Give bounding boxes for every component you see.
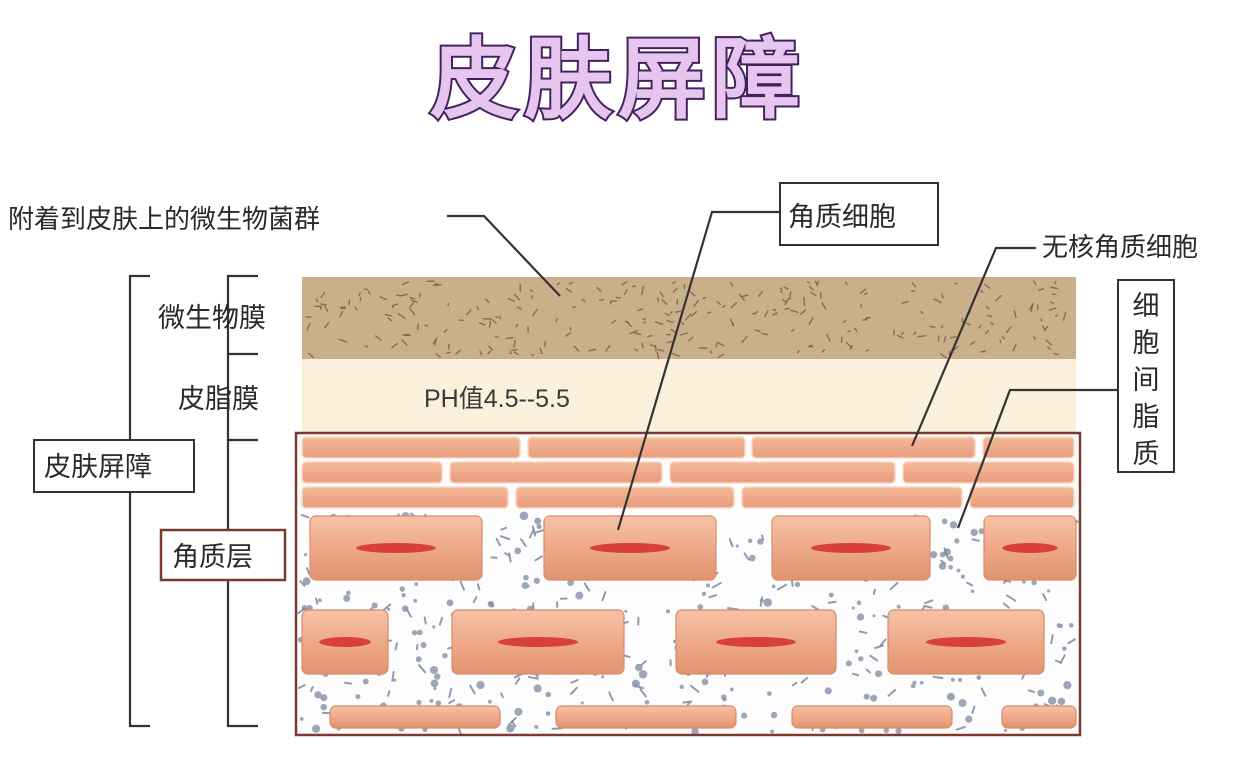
stratum-corneum-label-box bbox=[159, 528, 287, 582]
corneocyte-label: 角质细胞 bbox=[788, 202, 896, 233]
sebum-film-layer bbox=[302, 359, 1076, 433]
cell-nucleus bbox=[590, 543, 670, 553]
left-brackets bbox=[128, 274, 258, 728]
anucleate-corneocyte-leader bbox=[910, 246, 1036, 447]
corneocyte-leader bbox=[616, 210, 780, 531]
skin-barrier-bracket bbox=[128, 274, 150, 728]
anucleate-corneocyte bbox=[527, 436, 746, 459]
microbial-film-label: 微生物膜 bbox=[158, 303, 266, 334]
ph-value-label: PH值4.5--5.5 bbox=[424, 385, 570, 413]
corneocyte-cells bbox=[301, 515, 1077, 729]
cell-nucleus bbox=[1002, 543, 1058, 553]
anucleate-corneocyte bbox=[669, 461, 896, 484]
corneocyte-cell bbox=[791, 705, 953, 729]
anucleate-corneocyte bbox=[969, 486, 1075, 509]
corneocyte-cell bbox=[1001, 705, 1077, 729]
cell-nucleus bbox=[811, 543, 891, 553]
diagram-title: 皮肤屏障 bbox=[430, 28, 806, 131]
skin-layers: PH值4.5--5.5 bbox=[294, 277, 1082, 737]
corneocyte-cell bbox=[329, 705, 501, 729]
intercellular-lipid-leader bbox=[956, 388, 1118, 529]
sebum-film-label: 皮脂膜 bbox=[178, 384, 259, 415]
skin-barrier-label: 皮肤屏障 bbox=[44, 452, 152, 483]
anucleate-corneocyte-label: 无核角质细胞 bbox=[1042, 233, 1198, 263]
cell-nucleus bbox=[716, 637, 796, 647]
corneocyte-cell bbox=[555, 705, 737, 729]
anucleate-corneocyte bbox=[301, 461, 443, 484]
anucleate-corneocyte bbox=[902, 461, 1075, 484]
stratum-corneum-label: 角质层 bbox=[172, 542, 253, 573]
anucleate-corneocyte bbox=[449, 461, 663, 484]
cell-nucleus bbox=[926, 637, 1006, 647]
intercellular-lipid-label-box bbox=[1117, 279, 1175, 473]
microbiota-leader bbox=[447, 214, 561, 297]
cell-nucleus bbox=[356, 543, 436, 553]
anucleate-corneocyte-rows bbox=[301, 436, 1075, 509]
corneocyte-label-box bbox=[779, 182, 939, 246]
anucleate-corneocyte bbox=[751, 436, 976, 459]
cell-nucleus bbox=[319, 637, 371, 647]
microbe-specks bbox=[305, 280, 1067, 361]
layer-bracket bbox=[226, 274, 258, 728]
anucleate-corneocyte bbox=[301, 486, 509, 509]
skin-barrier-label-box bbox=[33, 439, 195, 493]
anucleate-corneocyte bbox=[982, 436, 1075, 459]
intercellular-lipid-label: 细胞间脂质 bbox=[1133, 291, 1160, 470]
anucleate-corneocyte bbox=[301, 436, 521, 459]
microbiota-label: 附着到皮肤上的微生物菌群 bbox=[8, 205, 320, 235]
cell-nucleus bbox=[498, 637, 578, 647]
stratum-corneum-frame bbox=[294, 431, 1082, 737]
anucleate-corneocyte bbox=[741, 486, 963, 509]
